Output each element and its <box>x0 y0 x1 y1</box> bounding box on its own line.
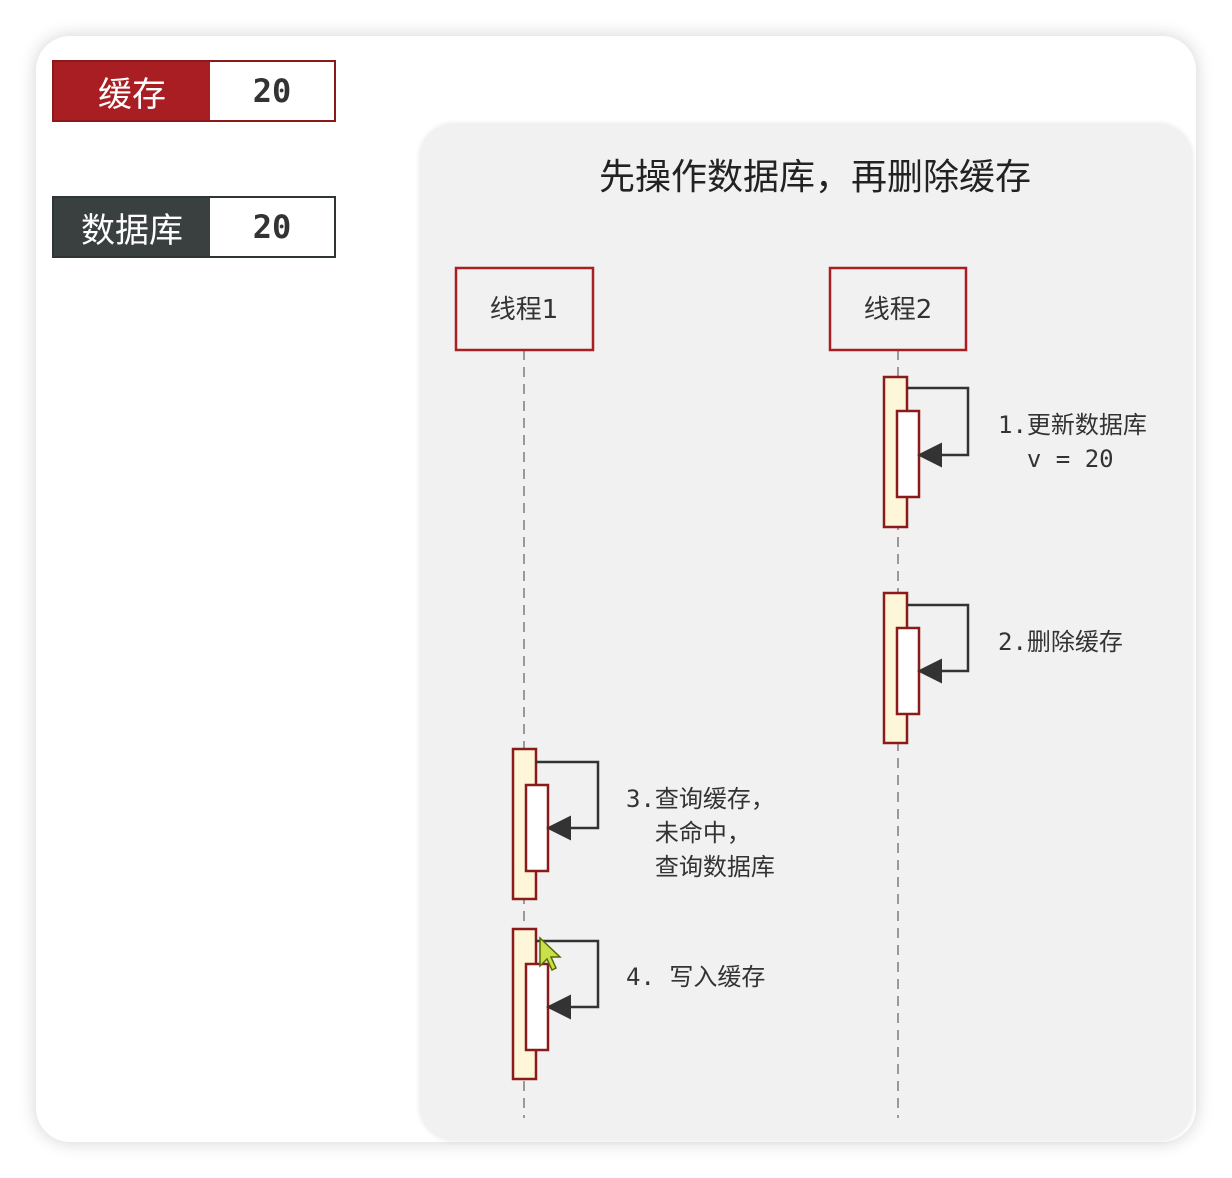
step4-label: 4. 写入缓存 <box>626 963 766 991</box>
cache-value-box: 缓存 20 <box>52 60 336 122</box>
thread1-header <box>454 266 595 352</box>
thread2-label: 线程2 <box>864 295 933 325</box>
database-value: 20 <box>210 198 334 256</box>
cache-label: 缓存 <box>54 62 210 120</box>
thread2-header <box>828 266 968 352</box>
step1-label: 1.更新数据库 v = 20 <box>998 411 1147 473</box>
diagram-title: 先操作数据库，再删除缓存 <box>598 157 1031 198</box>
step3-label: 3.查询缓存， 未命中， 查询数据库 <box>626 785 775 881</box>
step1-activation <box>882 375 970 529</box>
thread1-label: 线程1 <box>490 295 559 325</box>
step3-activation <box>511 747 600 901</box>
mouse-cursor-icon <box>539 936 562 972</box>
step4-activation <box>511 927 600 1081</box>
step2-label: 2.删除缓存 <box>998 628 1123 656</box>
database-label: 数据库 <box>54 198 210 256</box>
cache-value: 20 <box>210 62 334 120</box>
database-value-box: 数据库 20 <box>52 196 336 258</box>
step2-activation <box>882 591 970 745</box>
